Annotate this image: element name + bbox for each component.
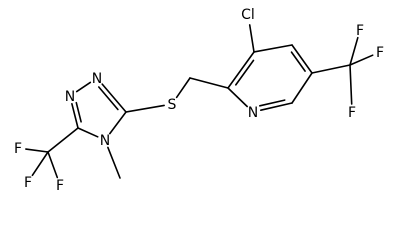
bond-py2-py3: [227, 51, 255, 89]
bond-cf3b-fb1: [349, 54, 374, 66]
bond-py4-py5: [291, 44, 313, 74]
nitrogen-label-n4: N: [100, 133, 110, 149]
bond-c3-s: [125, 104, 165, 113]
bond-n2-c3-double: [98, 86, 119, 111]
bond-n2-c3: [101, 83, 127, 113]
bond-py4-py5-double: [290, 51, 306, 72]
sulfur-label-s: S: [168, 97, 177, 113]
bond-py2-py3-double: [235, 59, 255, 86]
bond-py6-pyn-double: [258, 99, 286, 107]
bond-cf3b-fb3: [349, 64, 353, 105]
bond-py6-pyn: [259, 102, 293, 111]
bond-cf3a-fa2: [31, 151, 49, 177]
fluorine-label-fb2: F: [356, 23, 364, 39]
bond-py3-cl: [248, 24, 255, 53]
bond-layer: [25, 24, 374, 179]
fluorine-label-fa2: F: [24, 175, 32, 191]
bond-ch2-py2: [189, 77, 229, 89]
fluorine-label-fa1: F: [14, 141, 22, 157]
nitrogen-label-n1: N: [65, 89, 75, 105]
bond-n4-c5: [77, 127, 99, 138]
bond-c5-n1-double: [75, 101, 82, 123]
bond-n1-n2: [75, 81, 92, 93]
bond-c5-cf3a: [47, 127, 79, 153]
bond-cf3b-fb2: [349, 36, 359, 66]
bond-py5-py6: [291, 72, 313, 104]
bond-n4-me: [107, 146, 121, 179]
bond-cf3a-fa1: [25, 148, 49, 153]
bond-py3-py4: [253, 44, 293, 53]
chlorine-label-cl: Cl: [241, 7, 255, 23]
fluorine-label-fb3: F: [348, 105, 356, 121]
fluorine-label-fa3: F: [56, 178, 64, 194]
bond-cf3a-fa3: [47, 151, 59, 179]
fluorine-label-fb1: F: [376, 45, 384, 61]
nitrogen-label-pyn: N: [248, 105, 258, 121]
bond-c5-n1: [71, 103, 79, 129]
bond-pyn-py2: [227, 87, 248, 108]
bond-s-ch2: [175, 77, 191, 99]
bond-py5-cf3b: [311, 64, 351, 74]
nitrogen-label-n2: N: [92, 71, 102, 87]
bond-c3-n4: [109, 111, 127, 135]
